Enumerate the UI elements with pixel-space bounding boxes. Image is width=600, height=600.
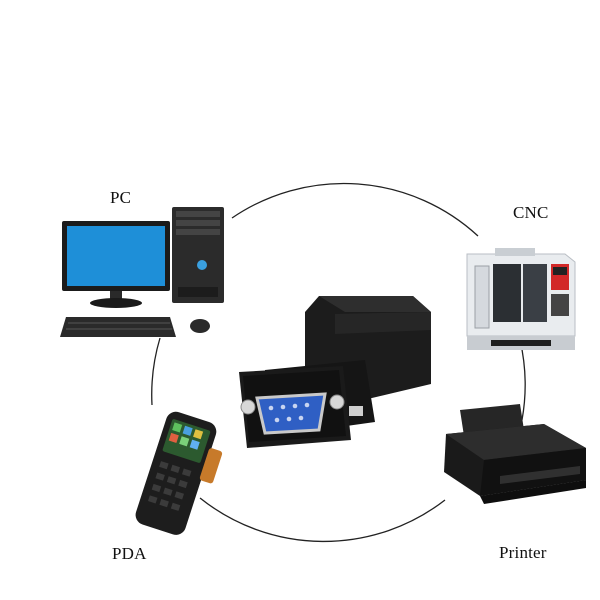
pc-label: PC [110,188,132,207]
rs232-db9-to-rj45-adapter-icon [239,296,431,448]
printer-icon [444,404,586,504]
pda-label: PDA [112,544,147,563]
cnc-label: CNC [513,203,549,222]
desktop-computer-icon [60,207,224,337]
printer-label: Printer [499,543,547,562]
pda-scanner-icon [135,411,223,535]
cnc-machine-icon [466,248,576,350]
